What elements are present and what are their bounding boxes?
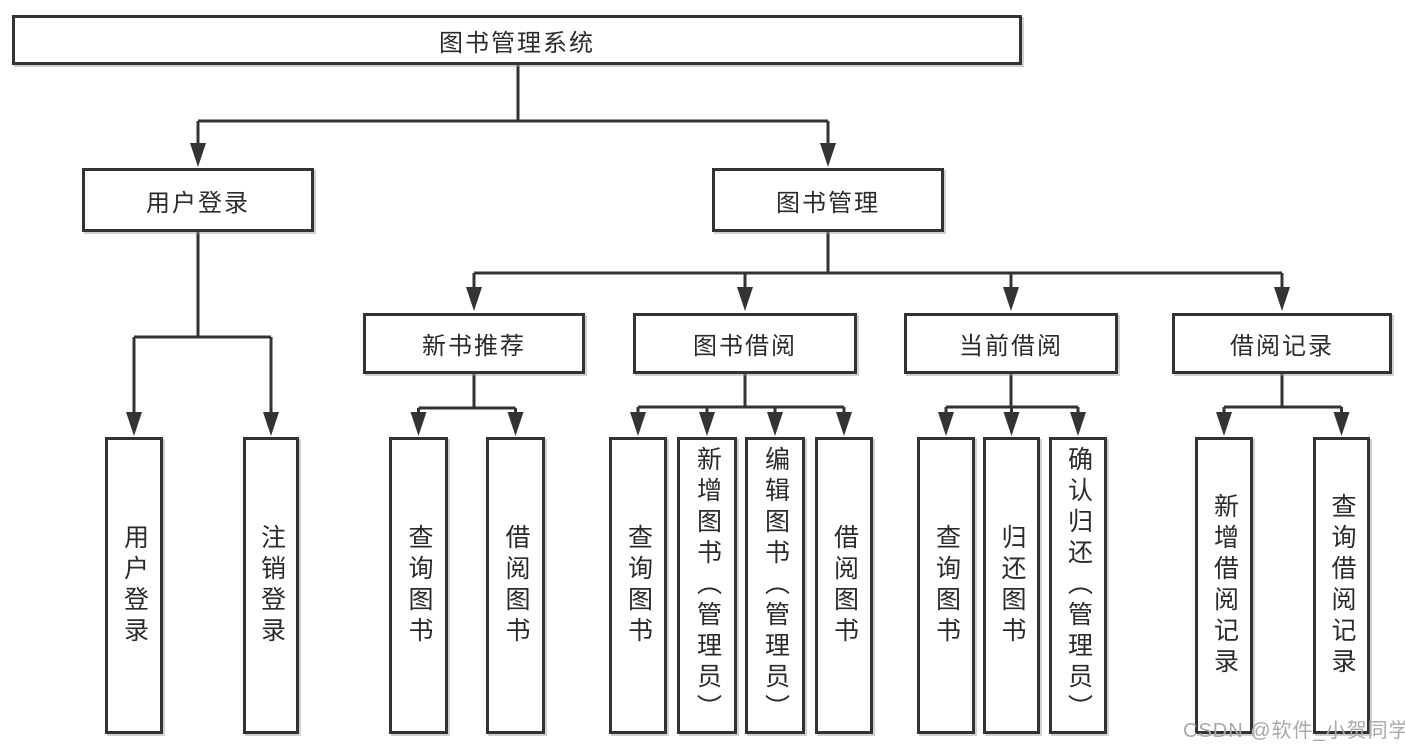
leaf-user-login: 用户登录 (105, 437, 163, 734)
node-new-book-recommend: 新书推荐 (363, 313, 585, 374)
leaf-add-borrow-record: 新增借阅记录 (1195, 437, 1253, 734)
node-user-login: 用户登录 (82, 168, 314, 232)
leaf-borrowing-borrow-book: 借阅图书 (815, 437, 873, 734)
connector-paths (132, 65, 1343, 416)
leaf-recommend-borrow-book: 借阅图书 (486, 437, 545, 734)
leaf-confirm-return-admin: 确认归还（管理员） (1049, 437, 1107, 734)
leaf-query-borrow-record: 查询借阅记录 (1313, 437, 1370, 734)
leaf-current-query-book: 查询图书 (917, 437, 975, 734)
leaf-logout: 注销登录 (243, 437, 299, 734)
leaf-edit-book-admin: 编辑图书（管理员） (745, 437, 805, 734)
node-root: 图书管理系统 (12, 15, 1022, 65)
node-book-management: 图书管理 (712, 168, 944, 232)
leaf-recommend-query-book: 查询图书 (389, 437, 448, 734)
leaf-add-book-admin: 新增图书（管理员） (677, 437, 737, 734)
leaf-borrowing-query-book: 查询图书 (609, 437, 667, 734)
arrowheads (126, 143, 1350, 436)
leaf-return-book: 归还图书 (983, 437, 1040, 734)
node-book-borrowing: 图书借阅 (633, 313, 857, 374)
node-borrow-records: 借阅记录 (1172, 313, 1392, 374)
watermark: CSDN @软件_小贺同学 (1183, 720, 1405, 742)
node-current-borrowing: 当前借阅 (904, 313, 1118, 374)
